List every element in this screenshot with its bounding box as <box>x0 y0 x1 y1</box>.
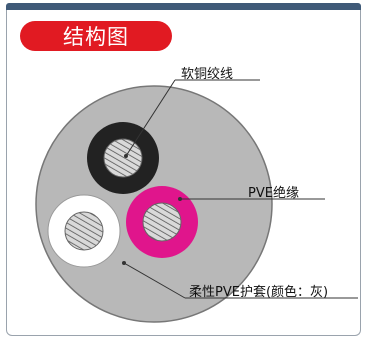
label-sheath: 柔性PVE护套(颜色：灰) <box>189 285 329 300</box>
label-insulation: PVE绝缘 <box>248 186 299 201</box>
copper-conductor-magenta <box>142 202 182 242</box>
header-bar <box>6 3 361 10</box>
copper-conductor-black <box>103 138 143 178</box>
leader-insulation <box>178 197 325 201</box>
section-title: 结构图 <box>63 25 129 49</box>
white-core <box>47 194 121 268</box>
leader-sheath <box>122 261 358 299</box>
section-title-badge: 结构图 <box>20 21 172 51</box>
leader-conductor <box>124 79 260 158</box>
label-conductor: 软铜绞线 <box>181 67 234 82</box>
magenta-core <box>126 186 198 258</box>
black-core <box>87 122 159 194</box>
copper-conductor-white <box>64 211 104 251</box>
